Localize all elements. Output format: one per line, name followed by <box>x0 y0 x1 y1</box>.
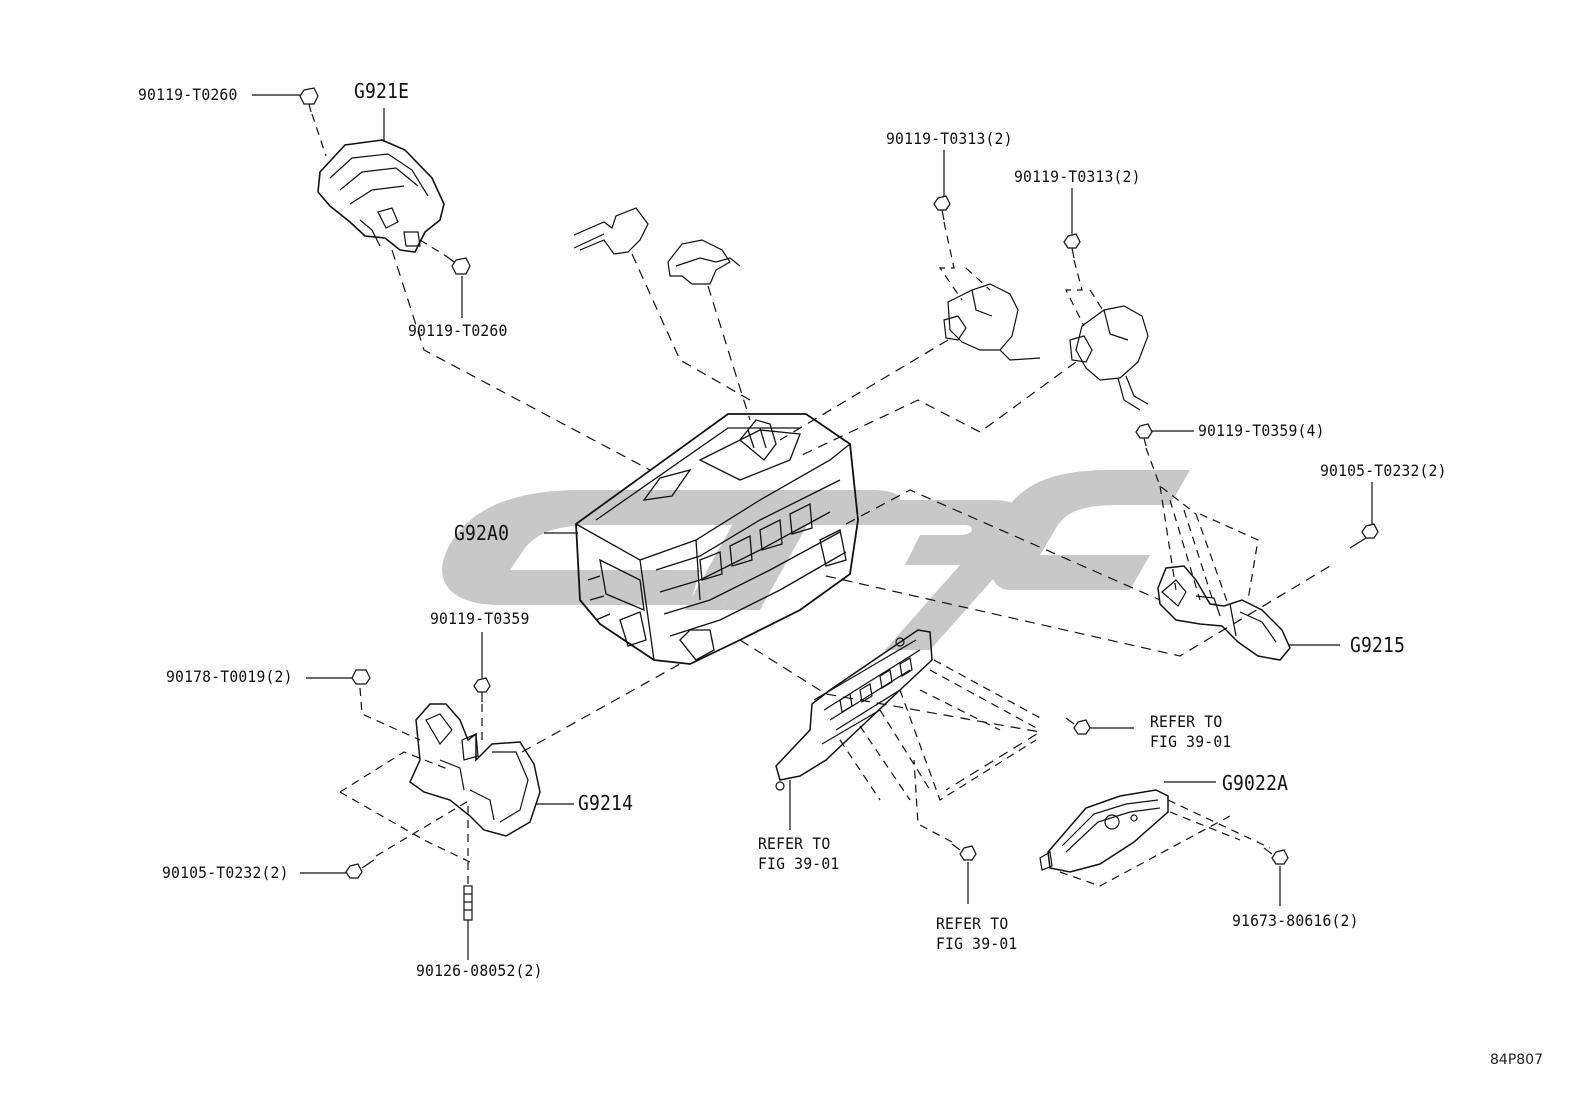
bolt-icon <box>1135 423 1153 447</box>
bolt-icon <box>473 677 491 702</box>
callout-g9214: G9214 <box>578 791 634 815</box>
bolt-icon <box>299 87 319 113</box>
callout-g92a0: G92A0 <box>454 521 510 545</box>
bolt-icon <box>1349 523 1379 549</box>
callout-refer-fig-lower-left: REFER TO FIG 39-01 <box>758 834 840 873</box>
callout-refer-fig-right: REFER TO FIG 39-01 <box>1150 712 1232 751</box>
watermark-logo <box>442 470 1190 650</box>
callout-90105-t0232-right: 90105-T0232(2) <box>1320 461 1447 480</box>
stud-icon <box>463 885 473 921</box>
callout-90119-t0260-lower: 90119-T0260 <box>408 321 508 340</box>
callout-g9215: G9215 <box>1350 633 1406 657</box>
cover-g921e-part <box>317 139 445 253</box>
bracket-g9215-part <box>1157 565 1291 661</box>
callout-90119-t0313-a: 90119-T0313(2) <box>886 129 1013 148</box>
bracket-g9214-part <box>409 703 541 837</box>
bolt-icon <box>1263 847 1289 865</box>
bolt-icon <box>951 843 977 861</box>
sensor-b-part <box>1069 305 1149 411</box>
figure-code: 84P807 <box>1490 1052 1543 1068</box>
callout-g921e: G921E <box>354 79 410 103</box>
sensor-a-part <box>943 283 1041 361</box>
bolt-icon <box>345 859 375 879</box>
callout-90178-t0019: 90178-T0019(2) <box>166 667 293 686</box>
callout-90119-t0260-top: 90119-T0260 <box>138 85 238 104</box>
callout-91673-80616: 91673-80616(2) <box>1232 911 1359 930</box>
callout-g9022a: G9022A <box>1222 771 1289 795</box>
nut-icon <box>351 669 371 685</box>
cover-g9022a-part <box>1039 789 1169 873</box>
callout-refer-fig-lower-mid: REFER TO FIG 39-01 <box>936 914 1018 953</box>
callout-90105-t0232-left: 90105-T0232(2) <box>162 863 289 882</box>
callout-90119-t0359: 90119-T0359 <box>430 609 530 628</box>
callout-90126-08052: 90126-08052(2) <box>416 961 543 980</box>
callout-90119-t0359-4: 90119-T0359(4) <box>1198 421 1325 440</box>
bolt-icon <box>1063 233 1081 259</box>
connector-parts <box>573 207 741 285</box>
inverter-assembly-g92a0 <box>575 413 859 665</box>
bolt-icon <box>933 195 951 221</box>
center-bracket-part <box>775 629 933 791</box>
bolt-icon <box>1065 717 1091 735</box>
callout-90119-t0313-b: 90119-T0313(2) <box>1014 167 1141 186</box>
bolt-icon <box>445 255 471 275</box>
